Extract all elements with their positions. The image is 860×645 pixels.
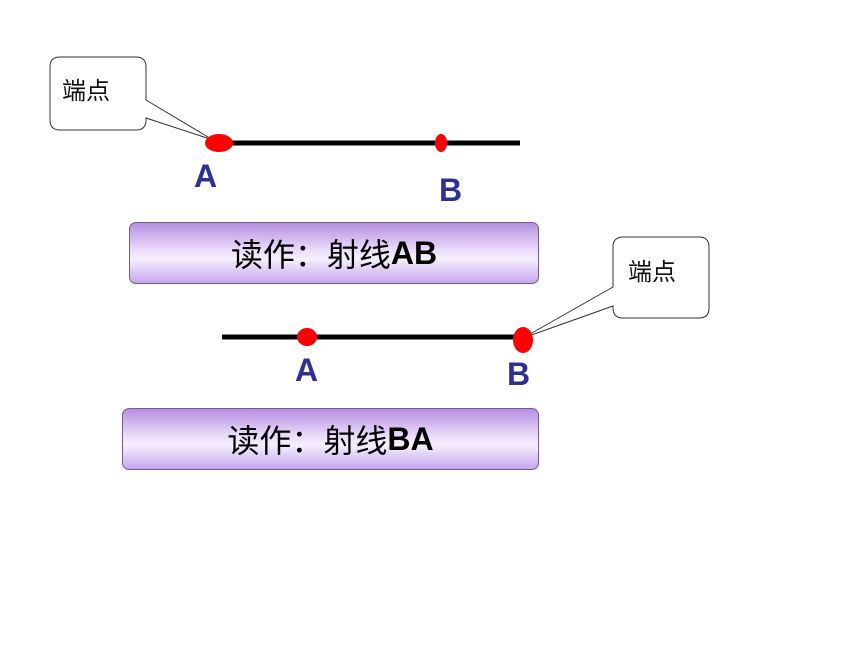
ray-ba-label-a: A: [295, 352, 319, 388]
endpoint-callout-2-shape: [522, 236, 710, 339]
reading-ba-prefix: 读作：射线: [227, 422, 388, 460]
reading-ab-name: AB: [390, 234, 438, 271]
ray-ba-label-b: B: [507, 356, 531, 392]
ray-ab-endpoint-a: [205, 134, 233, 152]
endpoint-callout-1-text: 端点: [62, 77, 110, 105]
reading-ab-prefix: 读作：射线: [230, 236, 391, 274]
reading-ba-name: BA: [387, 420, 434, 457]
ray-ab-label-a: A: [194, 158, 218, 194]
endpoint-callout-1-shape: [49, 56, 214, 141]
ray-ba-endpoint-b: [513, 327, 533, 353]
ray-ab-label-b: B: [439, 172, 463, 208]
ray-ba-point-a: [297, 328, 317, 346]
endpoint-callout-2-text: 端点: [628, 258, 676, 286]
ray-ab-point-b: [435, 134, 447, 152]
